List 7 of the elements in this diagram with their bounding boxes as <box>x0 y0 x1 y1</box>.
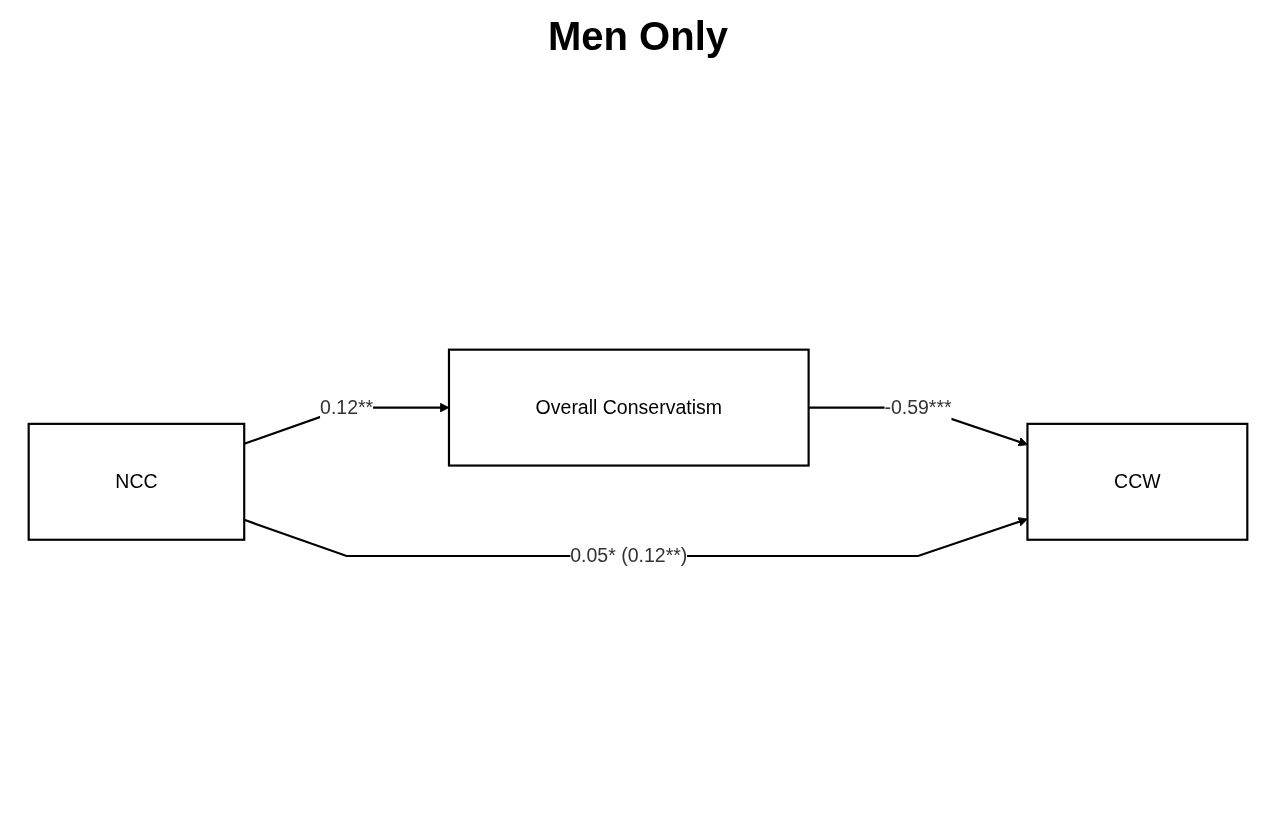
node-box: Overall Conservatism <box>447 348 810 467</box>
edge-label: 0.05* (0.12**) <box>570 544 688 567</box>
edge-label: 0.12** <box>320 396 374 418</box>
node-box: CCW <box>1026 422 1249 541</box>
node-box: NCC <box>27 422 246 541</box>
edge-label: -0.59*** <box>884 396 952 418</box>
diagram-title: Men Only <box>547 14 729 59</box>
